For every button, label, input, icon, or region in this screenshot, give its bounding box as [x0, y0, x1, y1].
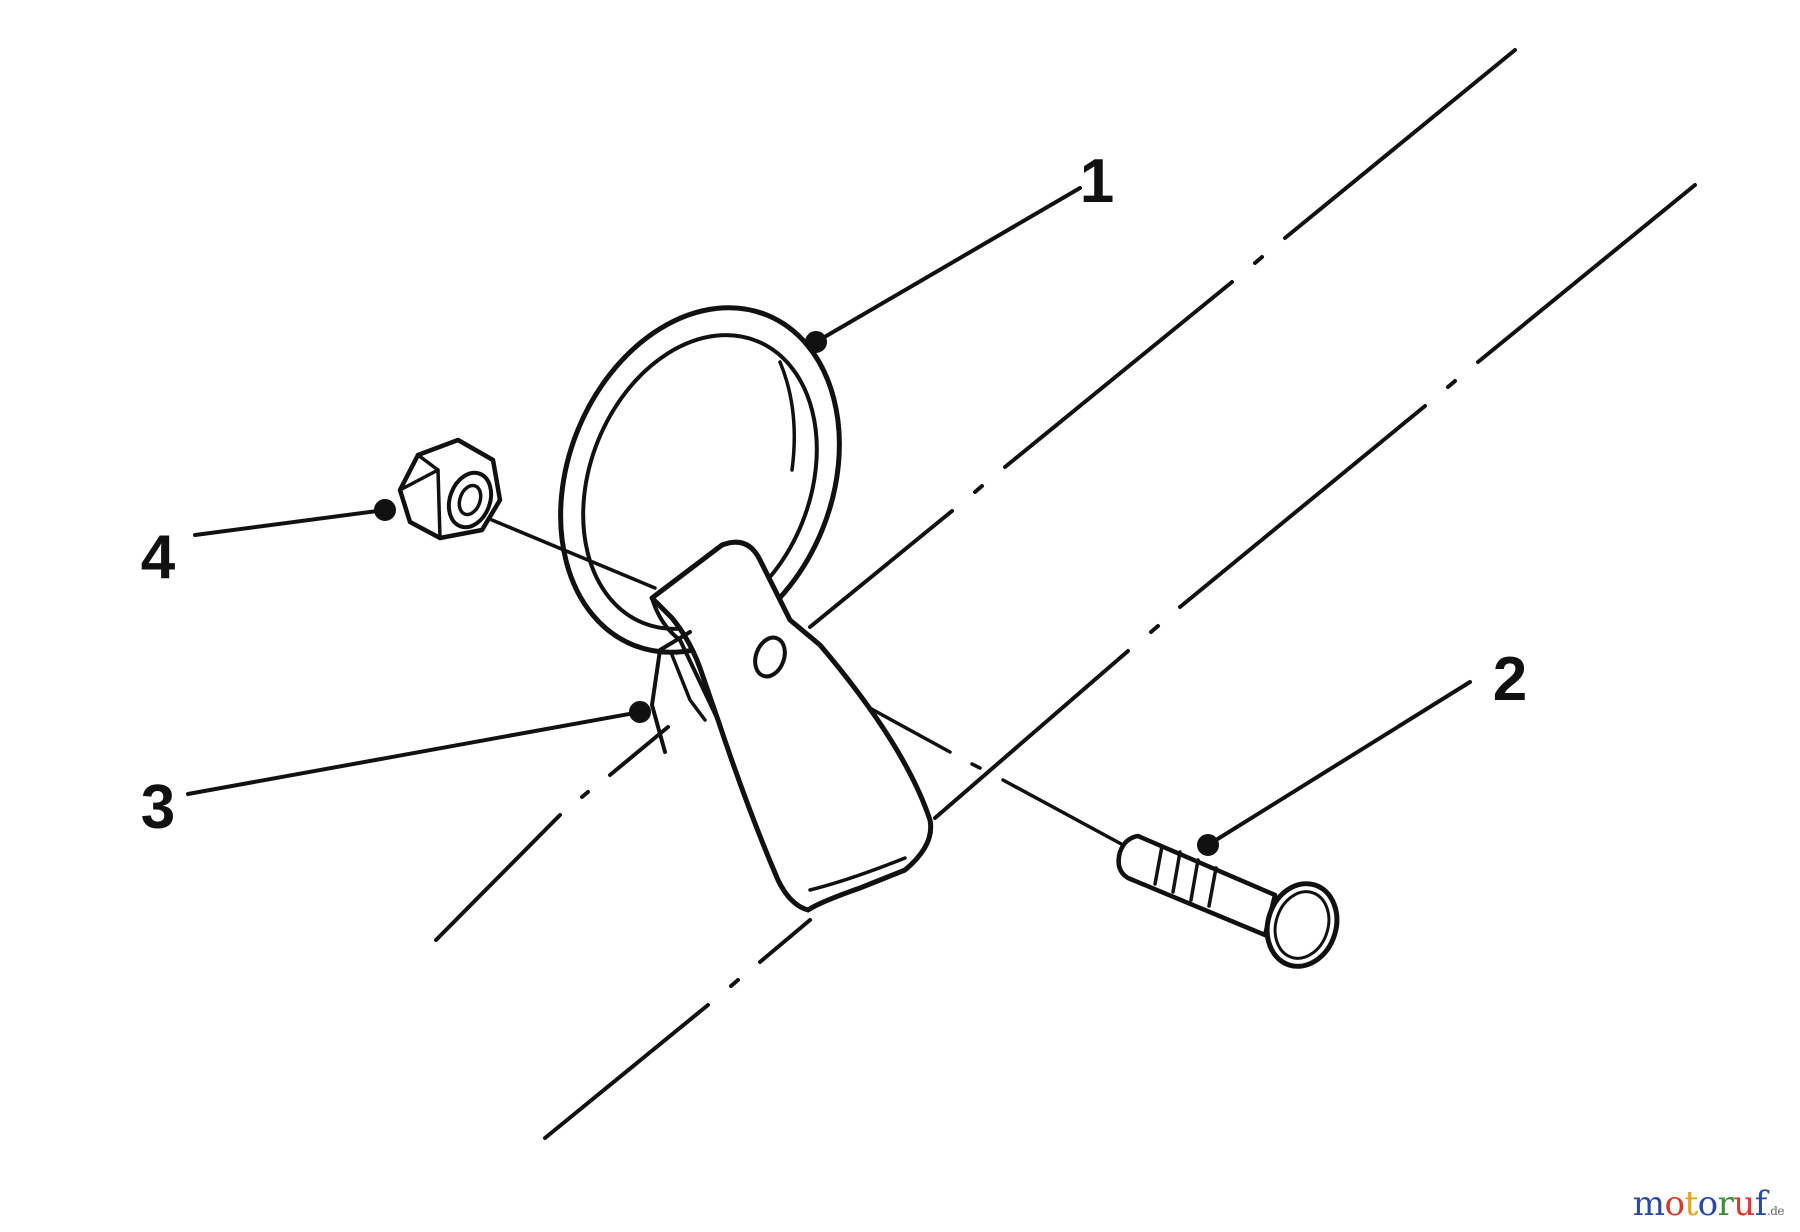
carriage-bolt-part-2: [1116, 833, 1340, 969]
callout-number-4: 4: [141, 523, 176, 592]
callout-number-2: 2: [1493, 645, 1527, 714]
tube-lower-edge: [543, 183, 1697, 1140]
callout-number-3: 3: [141, 773, 175, 842]
tube-upper-edge: [434, 48, 1517, 942]
watermark-suffix: .de: [1766, 1204, 1785, 1218]
leader-line-3: [186, 701, 651, 796]
watermark-letter: r: [1717, 1184, 1734, 1224]
watermark-letter: u: [1733, 1184, 1755, 1224]
motoruf-watermark-logo: motoruf.de: [1632, 1184, 1785, 1224]
clamp-part-3: [649, 539, 934, 913]
lock-nut-part-4: [397, 437, 503, 541]
leader-line-4: [193, 499, 396, 537]
callout-number-1: 1: [1080, 147, 1114, 216]
watermark-letter: f: [1754, 1184, 1768, 1224]
leader-line-1: [805, 186, 1082, 353]
watermark-letter: m: [1632, 1184, 1665, 1224]
watermark-letter: o: [1664, 1184, 1685, 1224]
watermark-letter: o: [1697, 1184, 1718, 1224]
leader-line-2: [1197, 680, 1472, 856]
ring-part-1: [558, 305, 842, 655]
watermark-letter: t: [1684, 1184, 1698, 1224]
